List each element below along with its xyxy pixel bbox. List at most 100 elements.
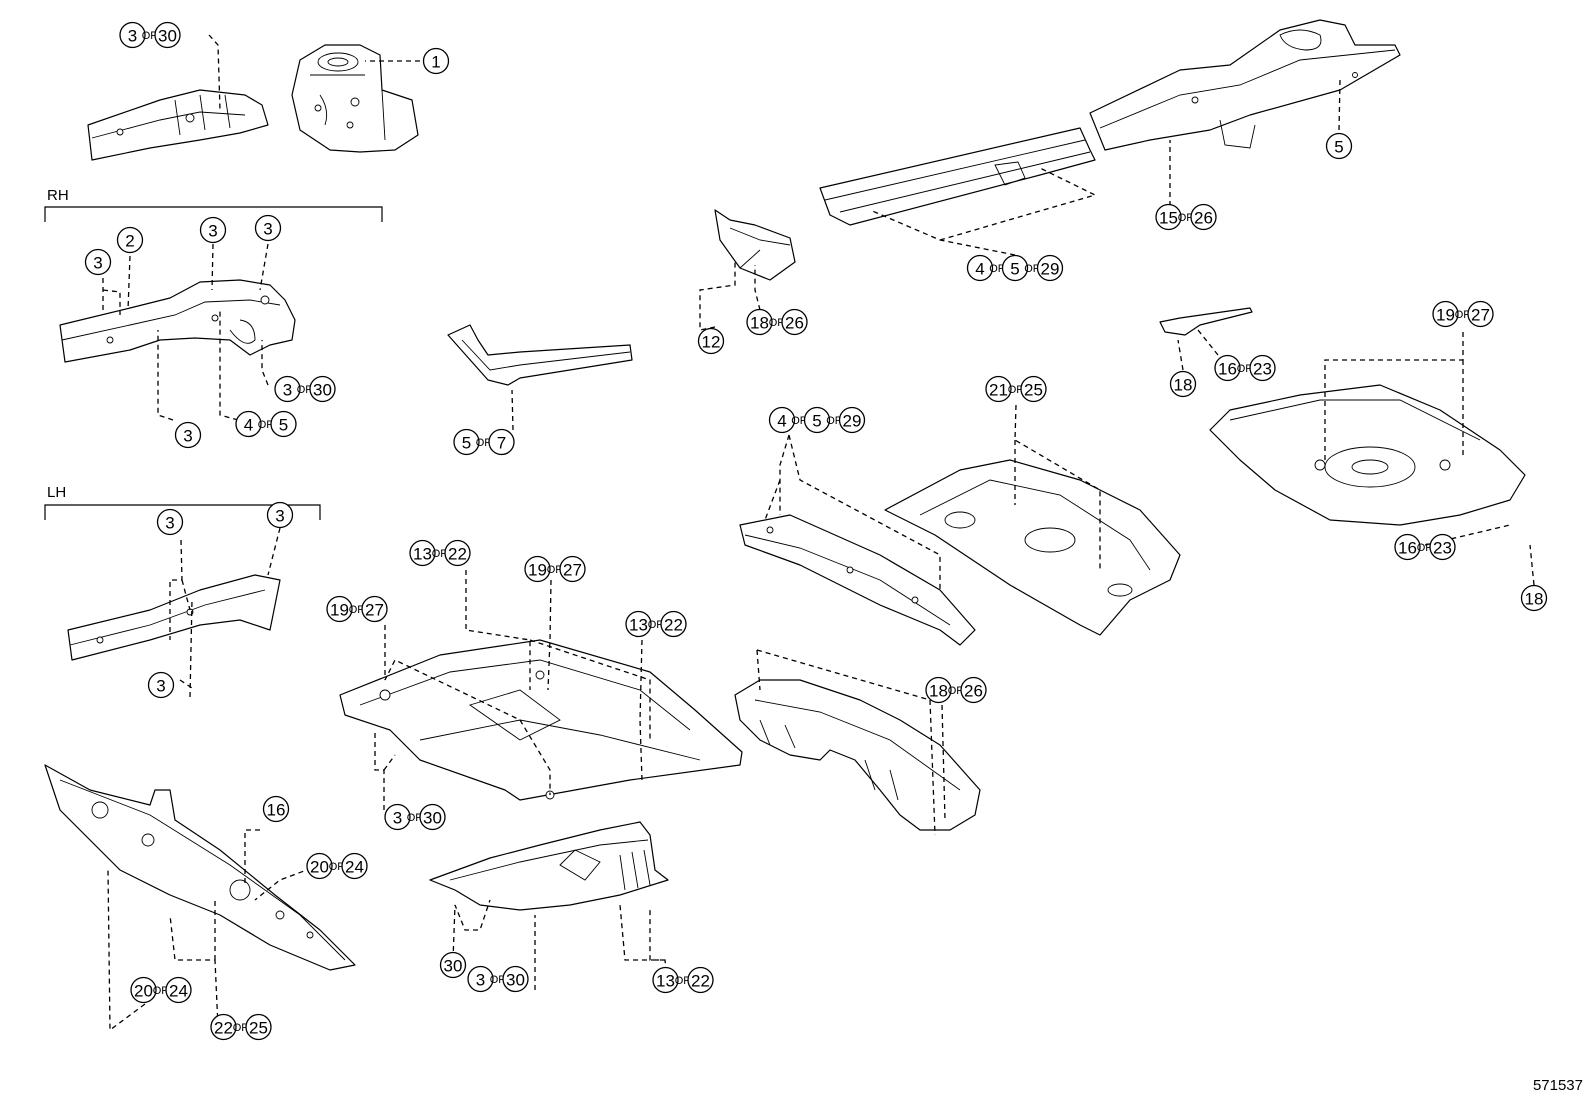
part-number: 13 — [629, 616, 648, 635]
callout-circle — [1020, 375, 1047, 403]
part-number: 5 — [1010, 260, 1019, 279]
rh-label: RH — [47, 187, 69, 204]
dash-panel-drawing — [44, 764, 356, 971]
part-number: 29 — [1041, 260, 1060, 279]
callout-circle — [274, 375, 301, 403]
callout-circle — [625, 610, 652, 638]
part-number: 16 — [1398, 539, 1417, 558]
callout-circle — [266, 501, 294, 529]
callout-circle — [524, 555, 551, 583]
toe-board-drawing — [429, 821, 669, 911]
front-side-member-rh-drawing — [59, 279, 296, 363]
part-number: 23 — [1433, 539, 1452, 558]
leader-lines — [102, 34, 1535, 1032]
callout-circle — [444, 539, 471, 567]
callout-circle — [262, 795, 290, 823]
callout-circle — [1001, 254, 1029, 282]
part-number: 18 — [750, 314, 769, 333]
callout-5: 5 — [1325, 132, 1353, 160]
part-number: 26 — [1194, 209, 1213, 228]
callout-circle — [130, 976, 157, 1004]
part-number: 19 — [528, 561, 547, 580]
part-number: 4 — [777, 412, 786, 431]
callout-circle — [254, 214, 282, 242]
part-number: 25 — [1024, 381, 1043, 400]
callout-circle — [467, 965, 494, 993]
callout-circle — [1155, 203, 1182, 231]
part-number: 7 — [497, 434, 506, 453]
callout-circle — [687, 966, 714, 994]
part-number: 24 — [169, 982, 188, 1001]
part-number: 19 — [330, 601, 349, 620]
callout-circle — [384, 803, 411, 831]
part-number: 15 — [1159, 209, 1178, 228]
rear-floor-side-panel-drawing — [734, 679, 981, 831]
part-number: 13 — [656, 972, 675, 991]
rear-floor-pan-drawing — [1209, 384, 1526, 526]
callout-circle — [502, 965, 529, 993]
or-separator: OR — [233, 1022, 250, 1034]
rear-floor-panel-drawing — [884, 459, 1181, 636]
part-number: 3 — [393, 809, 402, 828]
part-number: 30 — [444, 957, 463, 976]
callout-circle — [697, 327, 725, 355]
callout-circle — [235, 410, 262, 438]
or-separator: OR — [490, 974, 507, 986]
callout-circle — [660, 610, 687, 638]
part-number: 21 — [989, 381, 1008, 400]
callout-12: 12 — [697, 327, 725, 355]
jack-bracket-drawing — [714, 209, 796, 281]
front-rail-extension-drawing — [87, 89, 269, 161]
part-number: 24 — [345, 858, 364, 877]
or-separator: OR — [675, 975, 692, 987]
diagram-id: 571537 — [1533, 1077, 1583, 1094]
lh-label: LH — [47, 484, 66, 501]
callout-circle — [1036, 254, 1064, 282]
callout-18: 18 — [1520, 584, 1548, 612]
callout-circle — [453, 428, 480, 456]
part-number: 3 — [208, 222, 217, 241]
or-separator: OR — [432, 548, 449, 560]
callout-1: 1 — [422, 47, 450, 75]
callout-18: 18 — [1169, 370, 1197, 398]
part-number: 26 — [964, 682, 983, 701]
part-number: 3 — [476, 971, 485, 990]
part-number: 5 — [462, 434, 471, 453]
callout-circle — [147, 671, 175, 699]
part-number: 4 — [244, 416, 253, 435]
callout-circle — [1520, 584, 1548, 612]
callout-circle — [803, 406, 831, 434]
or-separator: OR — [1008, 384, 1025, 396]
callout-circle — [1169, 370, 1197, 398]
part-number: 18 — [929, 682, 948, 701]
part-number: 3 — [275, 507, 284, 526]
part-number: 19 — [1436, 306, 1455, 325]
callout-circle — [341, 852, 368, 880]
callout-2: 2 — [116, 226, 144, 254]
part-number: 12 — [702, 333, 721, 352]
part-number: 13 — [413, 545, 432, 564]
part-number: 30 — [423, 809, 442, 828]
callout-30: 30 — [439, 951, 467, 979]
callout-circle — [1467, 300, 1494, 328]
callout-circle — [439, 951, 467, 979]
callout-circle — [119, 21, 146, 49]
part-number: 30 — [506, 971, 525, 990]
part-number: 1 — [431, 53, 440, 72]
part-number: 3 — [128, 27, 137, 46]
part-number: 2 — [125, 232, 134, 251]
